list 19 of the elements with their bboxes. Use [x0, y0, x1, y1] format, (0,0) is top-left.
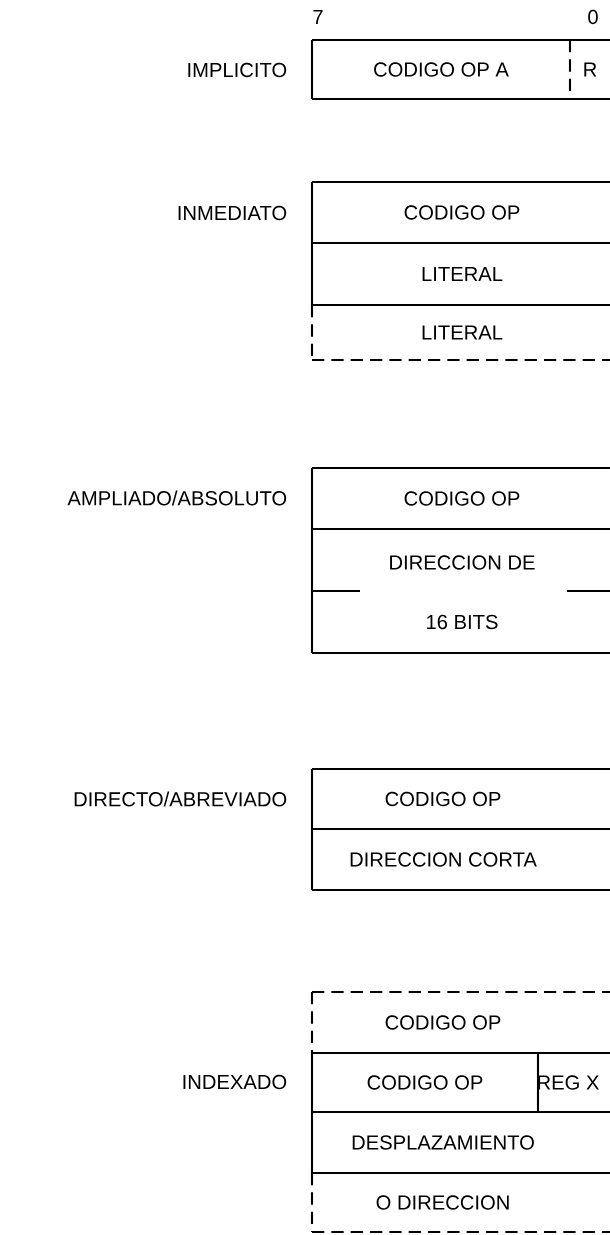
field-cell: DIRECCION DE 16 BITS [310, 527, 610, 655]
field-cell: R [570, 38, 610, 101]
mode-label: IMPLICITO [188, 62, 287, 78]
field-cell: CODIGO OP A [310, 38, 572, 101]
field-cell: CODIGO OP [310, 1051, 540, 1114]
field-cell: LITERAL [310, 241, 610, 307]
field-cell: CODIGO OP [310, 990, 610, 1053]
field-cell: DIRECCION CORTA [310, 827, 610, 892]
field-cell: CODIGO OP [310, 466, 610, 531]
mode-label: INDEXADO [183, 1074, 287, 1090]
field-cell: DESPLAZAMIENTO [310, 1110, 610, 1175]
field-cell: CODIGO OP [310, 180, 610, 245]
field-cell: CODIGO OP [310, 767, 610, 831]
mode-label: AMPLIADO/ABSOLUTO [67, 490, 287, 506]
mode-label: INMEDIATO [178, 205, 287, 221]
mode-label: DIRECTO/ABREVIADO [74, 791, 287, 807]
field-cell: O DIRECCION [310, 1173, 610, 1234]
field-cell: LITERAL [310, 305, 610, 362]
bit-number: 0 [588, 9, 598, 25]
